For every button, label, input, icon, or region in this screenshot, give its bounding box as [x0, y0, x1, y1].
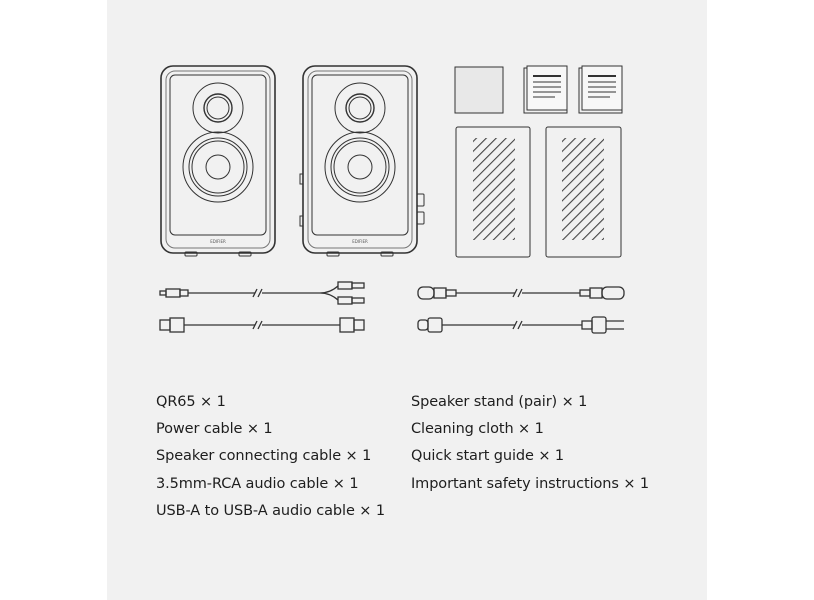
brand-logo-left: EDIFIER: [210, 239, 226, 244]
rca-audio-cable: [159, 281, 365, 305]
power-cable: [417, 316, 624, 334]
speaker-connecting-cable: [417, 286, 625, 300]
contents-item: 3.5mm-RCA audio cable × 1: [156, 475, 359, 492]
contents-item: Speaker stand (pair) × 1: [411, 394, 588, 410]
contents-item: Power cable × 1: [156, 421, 273, 438]
speaker-left: [160, 65, 276, 257]
brand-logo-right: EDIFIER: [352, 239, 368, 244]
contents-item: QR65 × 1: [156, 394, 226, 410]
speaker-right: [299, 65, 425, 257]
contents-item: USB-A to USB-A audio cable × 1: [156, 502, 385, 519]
contents-list-right: Speaker stand (pair) × 1 Cleaning cloth …: [411, 389, 649, 498]
quick-start-guide: [523, 65, 568, 114]
speaker-stand-left: [455, 126, 531, 258]
contents-item: Important safety instructions × 1: [411, 475, 650, 492]
usb-a-cable: [159, 317, 365, 333]
safety-instructions: [578, 65, 623, 114]
cleaning-cloth: [454, 66, 504, 114]
contents-item: Speaker connecting cable × 1: [156, 448, 372, 465]
speaker-stand-right: [545, 126, 622, 258]
contents-item: Quick start guide × 1: [411, 448, 565, 465]
contents-item: Cleaning cloth × 1: [411, 421, 544, 438]
contents-list-left: QR65 × 1 Power cable × 1 Speaker connect…: [156, 389, 385, 525]
